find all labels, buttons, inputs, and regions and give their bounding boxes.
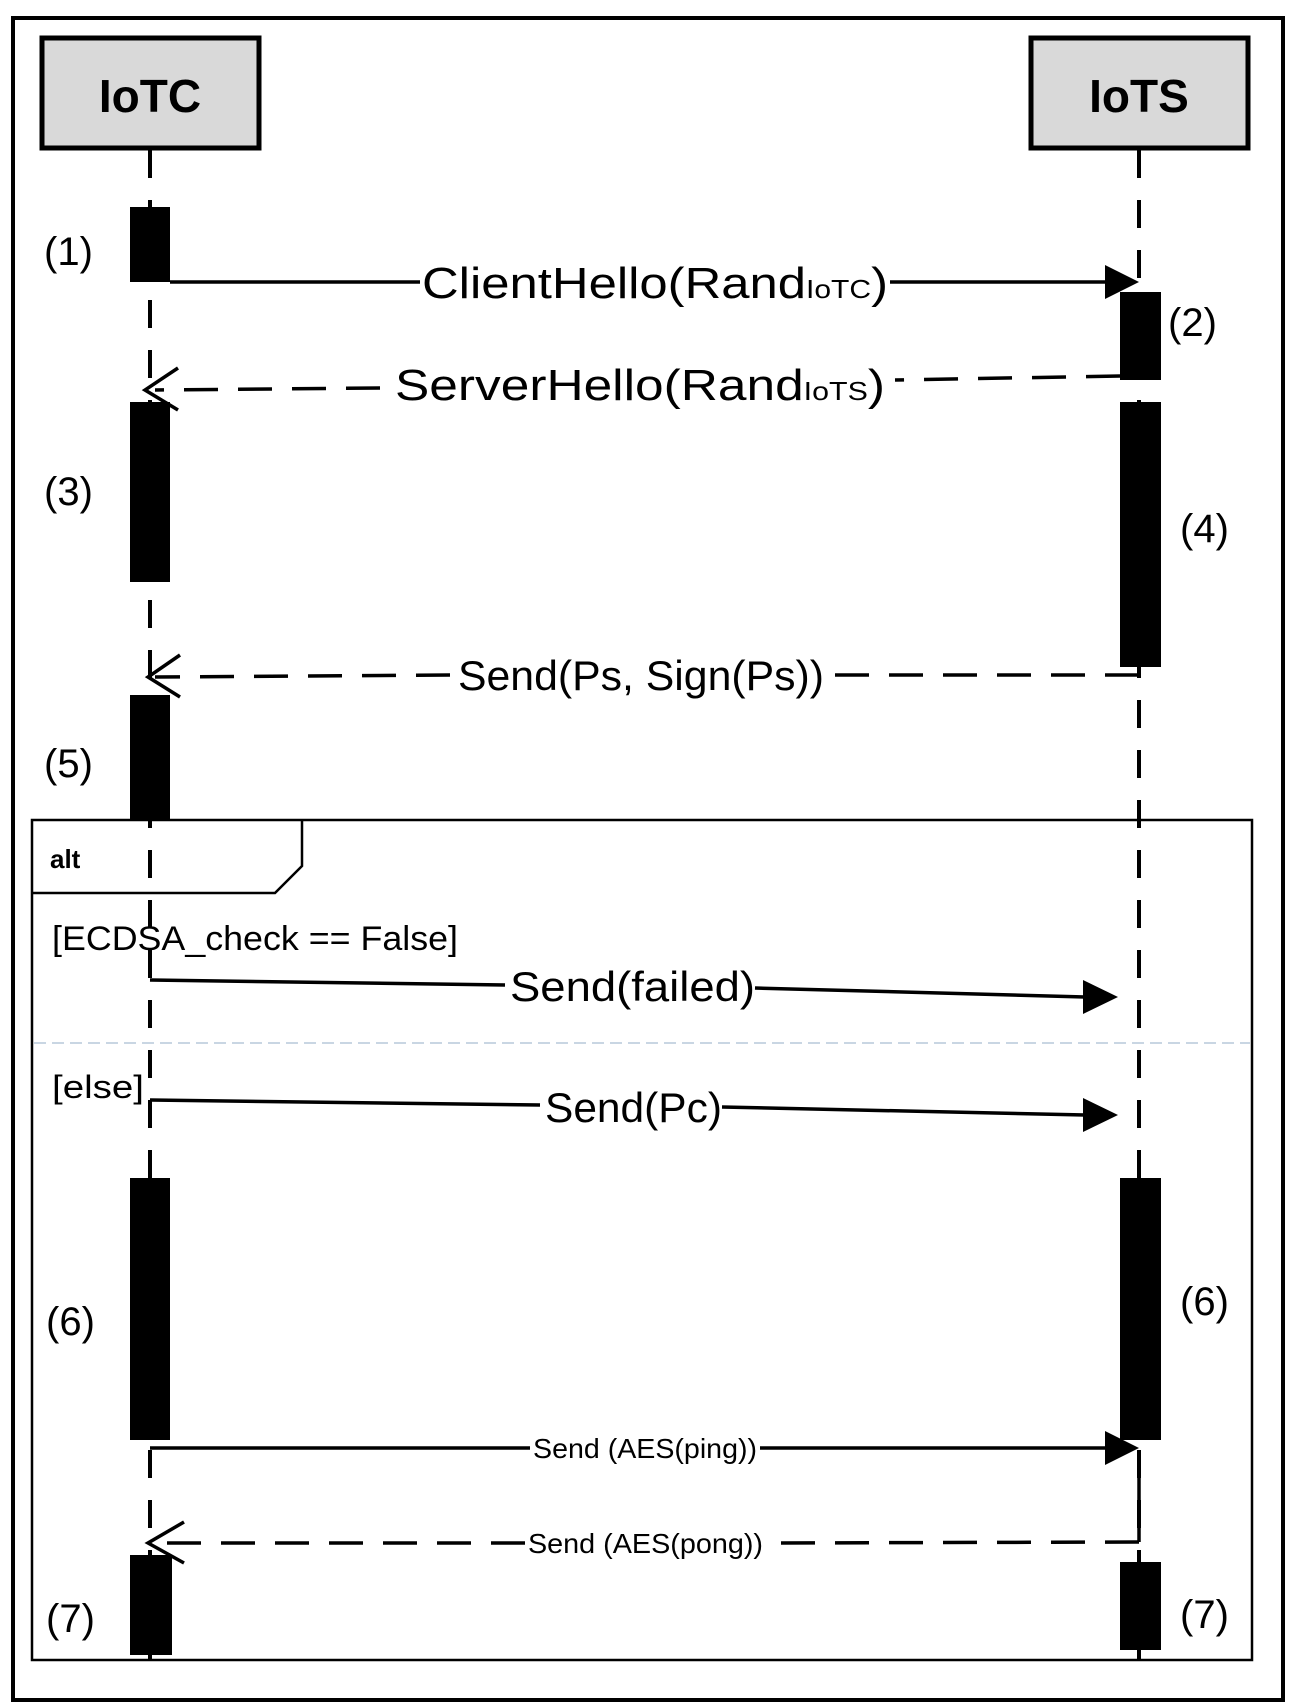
- step-label-6-iots: (6): [1180, 1280, 1229, 1324]
- arrowhead-open: [141, 366, 179, 412]
- message-send-ps-label: Send(Ps, Sign(Ps)): [458, 652, 824, 699]
- arrowhead-open: [144, 653, 181, 699]
- participant-iots-box: [1028, 35, 1251, 151]
- message-send-pc-label: Send(Pc): [545, 1084, 722, 1131]
- step-label-7-iotc: (7): [46, 1597, 95, 1641]
- participant-iotc-label: IoTC: [99, 70, 201, 122]
- message-send-ping: Send (AES(ping)): [150, 1431, 1139, 1465]
- participant-iots-label: IoTS: [1089, 70, 1189, 122]
- step-label-3: (3): [44, 470, 93, 514]
- alt-fragment-frame: [30, 818, 1254, 1662]
- arrowhead-filled: [1083, 1098, 1118, 1132]
- step-label-7-iots: (7): [1180, 1593, 1229, 1637]
- arrowhead-filled: [1105, 1431, 1139, 1465]
- activation-iotc-7: [130, 1555, 172, 1655]
- participant-iotc: IoTC: [39, 35, 262, 151]
- alt-guard-else: [else]: [52, 1069, 144, 1105]
- message-send-pong: Send (AES(pong)): [144, 1450, 1141, 1565]
- arrowhead-filled: [1105, 265, 1139, 299]
- message-send-ping-label: Send (AES(ping)): [533, 1433, 757, 1464]
- arrowhead-filled: [1083, 980, 1118, 1014]
- message-send-ps: Send(Ps, Sign(Ps)): [144, 652, 1139, 699]
- activation-iotc-6: [130, 1178, 170, 1440]
- alt-fragment: alt [ECDSA_check == False] [else]: [30, 818, 1254, 1662]
- activation-iots-6: [1120, 1178, 1161, 1440]
- outer-frame: [11, 16, 1285, 1702]
- activation-iots-7: [1120, 1562, 1161, 1650]
- message-send-pong-label: Send (AES(pong)): [528, 1528, 763, 1559]
- activation-iotc-5: [130, 695, 170, 820]
- arrowhead-open: [144, 1520, 185, 1565]
- step-label-5: (5): [44, 742, 93, 786]
- step-label-6-iotc: (6): [46, 1300, 95, 1344]
- activation-iotc-1: [130, 207, 170, 282]
- step-label-2: (2): [1168, 301, 1217, 345]
- message-send-failed: Send(failed): [149, 963, 1118, 1014]
- step-label-4: (4): [1180, 507, 1229, 551]
- message-send-pc: Send(Pc): [149, 1084, 1118, 1132]
- alt-guard-ecdsa: [ECDSA_check == False]: [52, 920, 458, 958]
- alt-operator-label: alt: [50, 844, 81, 874]
- activation-iots-2: [1120, 292, 1161, 380]
- alt-fragment-tab: [32, 820, 304, 895]
- participant-iotc-box: [39, 35, 262, 151]
- activation-iots-4: [1120, 402, 1161, 667]
- message-send-failed-label: Send(failed): [510, 963, 755, 1010]
- participant-iots: IoTS: [1028, 35, 1251, 151]
- activation-iotc-3: [130, 402, 170, 582]
- step-label-1: (1): [44, 230, 93, 274]
